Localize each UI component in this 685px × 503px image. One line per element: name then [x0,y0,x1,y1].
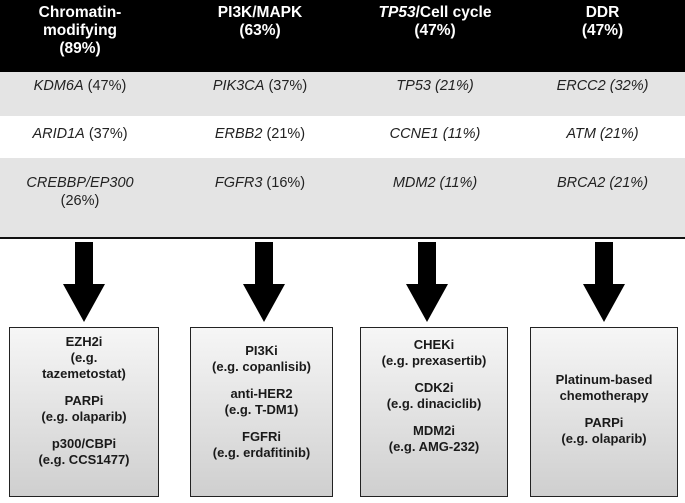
therapy-line: CDK2i [414,380,454,395]
gene-pct: (21%) [430,78,474,94]
down-arrow-icon [63,242,105,322]
table-cell: BRCA2 (21%) [520,174,685,192]
therapy-line: (e.g. T-DM1) [224,402,299,417]
header-pi3k-line1: PI3K/MAPK [217,4,303,21]
therapy-line: (e.g. CCS1477) [38,452,130,467]
gene-pct: (47%) [83,78,127,94]
therapy-line: PARPi [584,415,624,430]
table-cell: ATM (21%) [520,125,685,143]
therapy-line: (e.g. olaparib) [41,409,127,424]
header-chromatin: Chromatin- modifying (89%) [0,4,160,58]
gene-pct: (21%) [262,126,306,142]
gene-pct: (32%) [605,78,649,94]
table-cell: PIK3CA (37%) [180,77,340,95]
header-tp53-italic: TP53 [378,4,416,21]
gene-name: KDM6A [33,78,84,94]
gene-pct: (21%) [605,175,649,191]
divider-line [0,237,685,239]
therapy-line: EZH2i [65,334,103,349]
table-cell: CCNE1 (11%) [350,125,520,143]
table-cell: CREBBP/EP300 (26%) [0,174,160,210]
gene-pct: (16%) [262,175,306,191]
header-chromatin-line3: (89%) [59,40,101,57]
gene-pct: (37%) [84,126,128,142]
therapy-box-pi3k: PI3Ki(e.g. copanlisib) anti-HER2(e.g. T-… [190,327,333,497]
table-cell: MDM2 (11%) [350,174,520,192]
down-arrow-icon [406,242,448,322]
table-cell: FGFR3 (16%) [180,174,340,192]
header-tp53-line1: TP53/Cell cycle [350,4,520,22]
therapy-line: FGFRi [242,429,281,444]
therapy-line: Platinum-based [555,372,653,387]
gene-pct: (11%) [438,126,481,142]
gene-name: BRCA2 [556,175,606,191]
header-chromatin-line2: modifying [42,22,118,39]
header-ddr-line1: DDR [585,4,620,21]
gene-pct: (37%) [264,78,308,94]
gene-name: ERCC2 [556,78,606,94]
gene-pct: (26%) [60,193,100,209]
header-chromatin-line1: Chromatin- [38,4,122,21]
header-ddr: DDR (47%) [520,4,685,40]
down-arrow-icon [583,242,625,322]
therapy-box-cellcycle: CHEKi(e.g. prexasertib) CDK2i(e.g. dinac… [360,327,508,497]
gene-name: FGFR3 [214,175,263,191]
header-tp53-rest: /Cell cycle [415,4,492,21]
gene-name: ERBB2 [214,126,263,142]
table-cell: ERCC2 (32%) [520,77,685,95]
down-arrow-icon [243,242,285,322]
header-band: Chromatin- modifying (89%) PI3K/MAPK (63… [0,0,685,72]
gene-name: CREBBP/EP300 [26,175,134,191]
therapy-line: p300/CBPi [51,436,117,451]
therapy-line: (e.g. copanlisib) [212,359,311,374]
therapy-line: (e.g. olaparib) [561,431,647,446]
gene-name: TP53 [396,78,431,94]
therapy-line: MDM2i [413,423,455,438]
table-row: ARID1A (37%) ERBB2 (21%) CCNE1 (11%) ATM… [0,116,685,158]
gene-pct: (21%) [595,126,639,142]
table-cell: ERBB2 (21%) [180,125,340,143]
therapy-line: CHEKi [413,337,455,352]
therapy-box-chromatin: EZH2i(e.g.tazemetostat) PARPi(e.g. olapa… [9,327,159,497]
gene-pct: (11%) [435,175,478,191]
header-pi3k-line2: (63%) [239,22,281,39]
therapy-line: (e.g. dinaciclib) [386,396,482,411]
therapy-line: PI3Ki [245,343,278,358]
gene-name: ATM [566,126,596,142]
header-tp53: TP53/Cell cycle (47%) [350,4,520,40]
table-cell: KDM6A (47%) [0,77,160,95]
therapy-line: chemotherapy [559,388,649,403]
therapy-line: anti-HER2 [230,386,293,401]
table-row: CREBBP/EP300 (26%) FGFR3 (16%) MDM2 (11%… [0,158,685,238]
gene-name: PIK3CA [212,78,265,94]
therapy-line: (e.g. erdafitinib) [212,445,311,460]
therapy-line: tazemetostat) [42,366,126,381]
gene-name: CCNE1 [389,126,439,142]
header-tp53-line2: (47%) [414,22,456,39]
table-row: KDM6A (47%) PIK3CA (37%) TP53 (21%) ERCC… [0,72,685,116]
gene-name: ARID1A [32,126,85,142]
table-cell: TP53 (21%) [350,77,520,95]
table-cell: ARID1A (37%) [0,125,160,143]
therapy-line: (e.g. [70,350,98,365]
header-pi3k: PI3K/MAPK (63%) [180,4,340,40]
therapy-line: (e.g. AMG-232) [388,439,480,454]
therapy-line: (e.g. prexasertib) [381,353,487,368]
gene-name: MDM2 [392,175,436,191]
therapy-line: PARPi [64,393,104,408]
header-ddr-line2: (47%) [581,22,624,39]
